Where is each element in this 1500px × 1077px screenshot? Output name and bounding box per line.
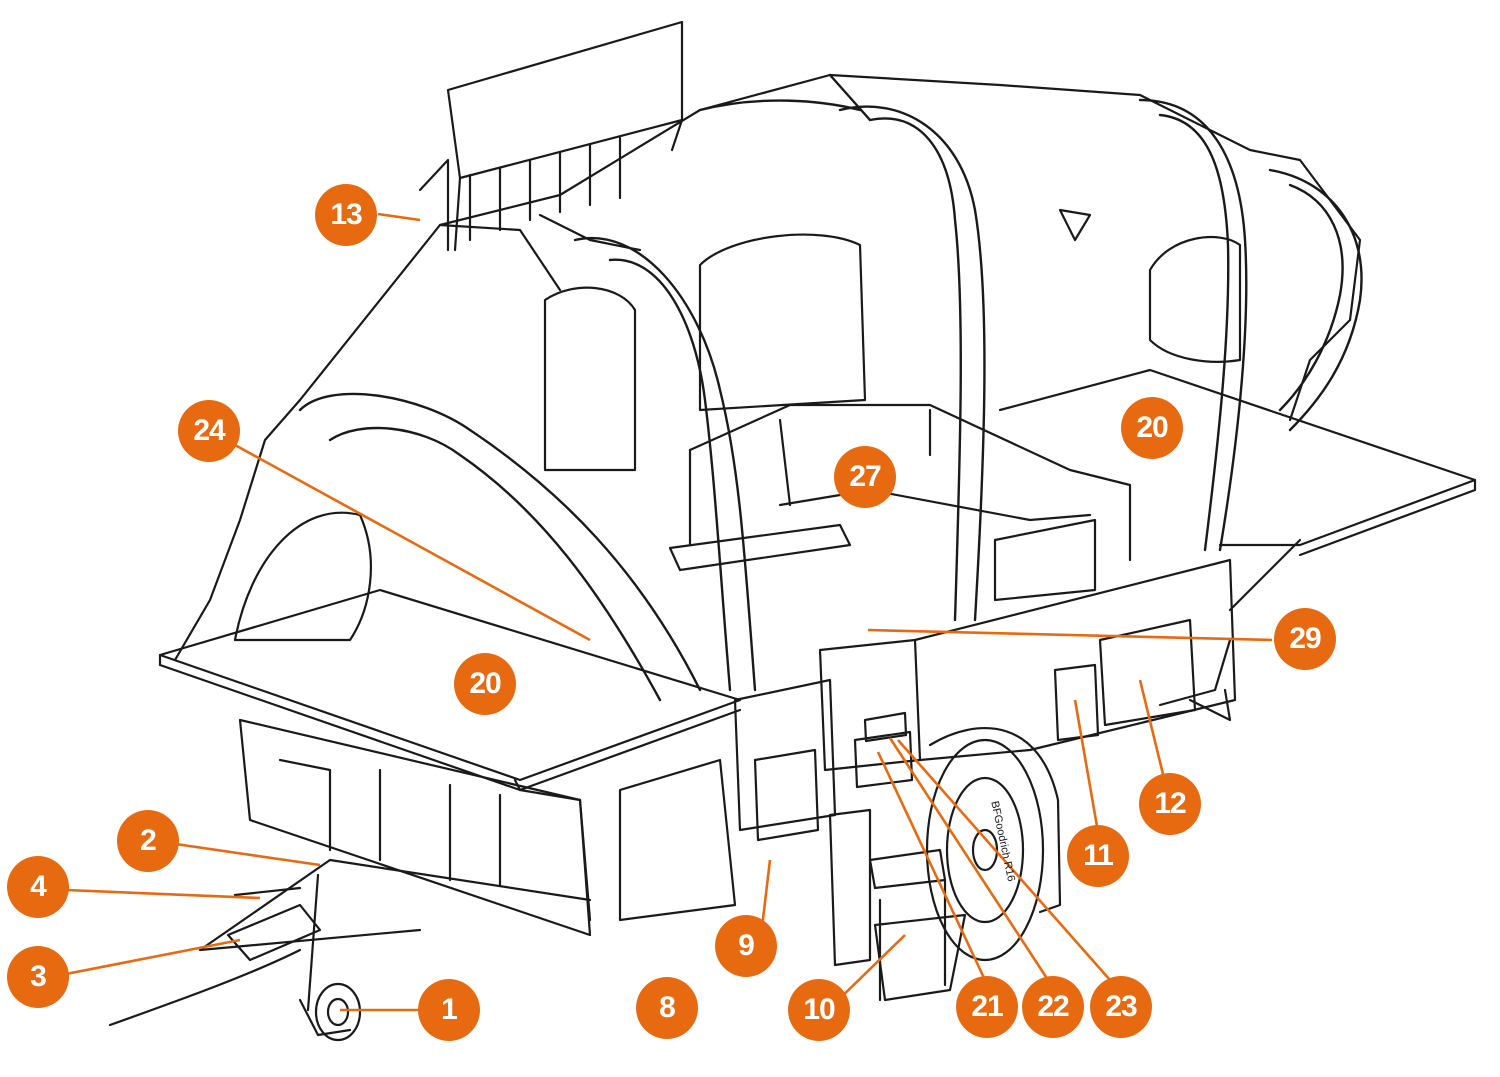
front-storage-and-drawbar <box>108 718 592 1027</box>
callout-23: 23 <box>1090 976 1152 1038</box>
callout-label: 10 <box>803 993 835 1026</box>
callout-label: 3 <box>30 960 47 993</box>
callout-label: 21 <box>971 990 1003 1023</box>
callout-3: 3 <box>7 946 69 1008</box>
callout-9: 9 <box>715 915 777 977</box>
callout-22: 22 <box>1022 976 1084 1038</box>
callout-label: 20 <box>469 667 501 700</box>
seating-module <box>668 403 1132 602</box>
callout-label: 23 <box>1105 990 1137 1023</box>
callout-label: 27 <box>849 460 881 493</box>
road-wheel <box>925 727 1062 962</box>
callout-label: 20 <box>1136 411 1168 444</box>
callout-label: 24 <box>193 414 225 447</box>
callout-label: 1 <box>441 993 458 1026</box>
callout-10: 10 <box>788 979 850 1041</box>
callout-label: 29 <box>1289 622 1321 655</box>
callout-24: 24 <box>178 400 240 462</box>
callout-8: 8 <box>636 977 698 1039</box>
jockey-wheel <box>298 982 362 1042</box>
callout-2: 2 <box>117 810 179 872</box>
callout-13: 13 <box>315 184 377 246</box>
callout-label: 8 <box>659 991 676 1024</box>
callout-20-front: 20 <box>454 653 516 715</box>
leader-lines <box>65 212 1273 1012</box>
fold-out-floors <box>158 368 1477 792</box>
callout-label: 9 <box>738 929 755 962</box>
callout-label: 13 <box>330 198 362 231</box>
callout-4: 4 <box>7 856 69 918</box>
inflatable-beams <box>298 73 1363 702</box>
tent-windows <box>233 208 1242 642</box>
callout-1: 1 <box>418 979 480 1041</box>
callout-label: 22 <box>1037 990 1069 1023</box>
entry-step <box>828 808 967 1002</box>
callout-12: 12 <box>1139 773 1201 835</box>
callout-label: 2 <box>140 824 157 857</box>
callout-27: 27 <box>834 446 896 508</box>
callout-label: 12 <box>1154 787 1186 820</box>
tent-canopy <box>173 73 1362 662</box>
side-stays <box>1158 538 1302 722</box>
rear-panel-frame <box>418 20 684 252</box>
callout-label: 4 <box>30 870 47 903</box>
callout-11: 11 <box>1067 825 1129 887</box>
callout-20-rear: 20 <box>1121 397 1183 459</box>
callout-29: 29 <box>1274 608 1336 670</box>
callout-21: 21 <box>956 976 1018 1038</box>
callout-label: 11 <box>1083 839 1114 872</box>
